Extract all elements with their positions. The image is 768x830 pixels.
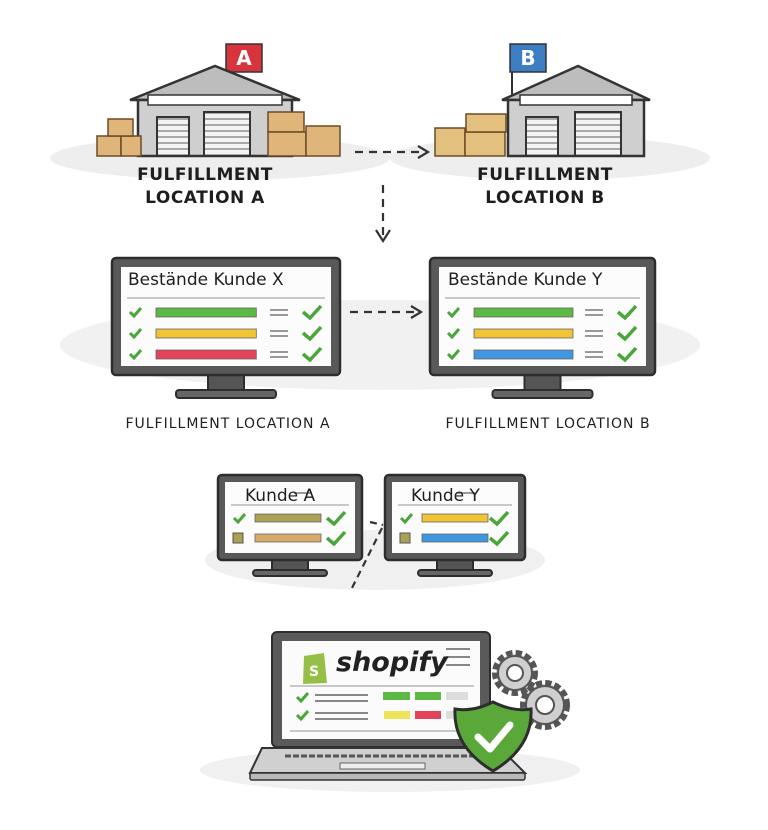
check-icon (616, 346, 638, 363)
check-icon (399, 513, 414, 525)
check-icon (488, 510, 510, 527)
monitor-kunde-y (428, 256, 657, 399)
label-line: FULFILLMENT (137, 165, 273, 185)
inventory-bar (473, 349, 574, 360)
shopify-logo-text: shopify (336, 647, 448, 678)
check-icon (488, 530, 510, 547)
check-icon (128, 328, 143, 340)
check-icon (446, 307, 461, 319)
check-icon (301, 304, 323, 321)
small-monitor-kunde-y (383, 473, 527, 577)
arrow-a-to-b (355, 145, 431, 159)
arrow-x-to-y (350, 305, 424, 319)
svg-text:S: S (309, 664, 319, 680)
inventory-bar (473, 328, 574, 339)
inventory-bar (155, 328, 257, 339)
shopify-bag-icon (303, 653, 327, 684)
check-icon (446, 328, 461, 340)
monitor-y-caption: FULFILLMENT LOCATION B (445, 416, 651, 432)
inventory-bar (254, 513, 322, 523)
laptop: S (248, 631, 528, 781)
flag-b-label: B (520, 46, 536, 70)
check-icon (446, 349, 461, 361)
small-monitor-a-title: Kunde A (245, 486, 316, 506)
monitor-y-title: Bestände Kunde Y (448, 270, 603, 290)
inventory-bar (254, 533, 322, 543)
small-monitor-kunde-a (216, 473, 364, 577)
flag-a-label: A (236, 46, 252, 70)
warehouse-a-label: FULFILLMENT LOCATION A (120, 164, 290, 210)
dashed-connector (349, 520, 384, 593)
check-icon (301, 325, 323, 342)
label-line: FULFILLMENT (477, 165, 613, 185)
check-icon (325, 510, 347, 527)
label-line: LOCATION A (145, 188, 265, 208)
shield-check-icon (453, 700, 533, 773)
warehouse-b (434, 43, 651, 158)
check-icon (128, 307, 143, 319)
monitor-kunde-x (110, 256, 342, 399)
inventory-bar (421, 513, 489, 523)
check-icon (616, 325, 638, 342)
checkbox-icon (232, 532, 244, 544)
check-icon (128, 349, 143, 361)
inventory-bar (155, 307, 257, 318)
check-icon (232, 513, 247, 525)
small-monitor-y-title: Kunde Y (411, 486, 480, 506)
warehouse-a (96, 43, 341, 158)
check-icon (325, 530, 347, 547)
check-icon (301, 346, 323, 363)
warehouse-b-label: FULFILLMENT LOCATION B (460, 164, 630, 210)
label-line: LOCATION B (485, 188, 605, 208)
gear-icon (492, 650, 570, 730)
check-icon (616, 304, 638, 321)
inventory-bar (473, 307, 574, 318)
arrow-down (375, 185, 391, 244)
inventory-bar (155, 349, 257, 360)
checkbox-icon (399, 532, 411, 544)
monitor-x-title: Bestände Kunde X (128, 270, 284, 290)
inventory-bar (421, 533, 489, 543)
monitor-x-caption: FULFILLMENT LOCATION A (125, 416, 331, 432)
